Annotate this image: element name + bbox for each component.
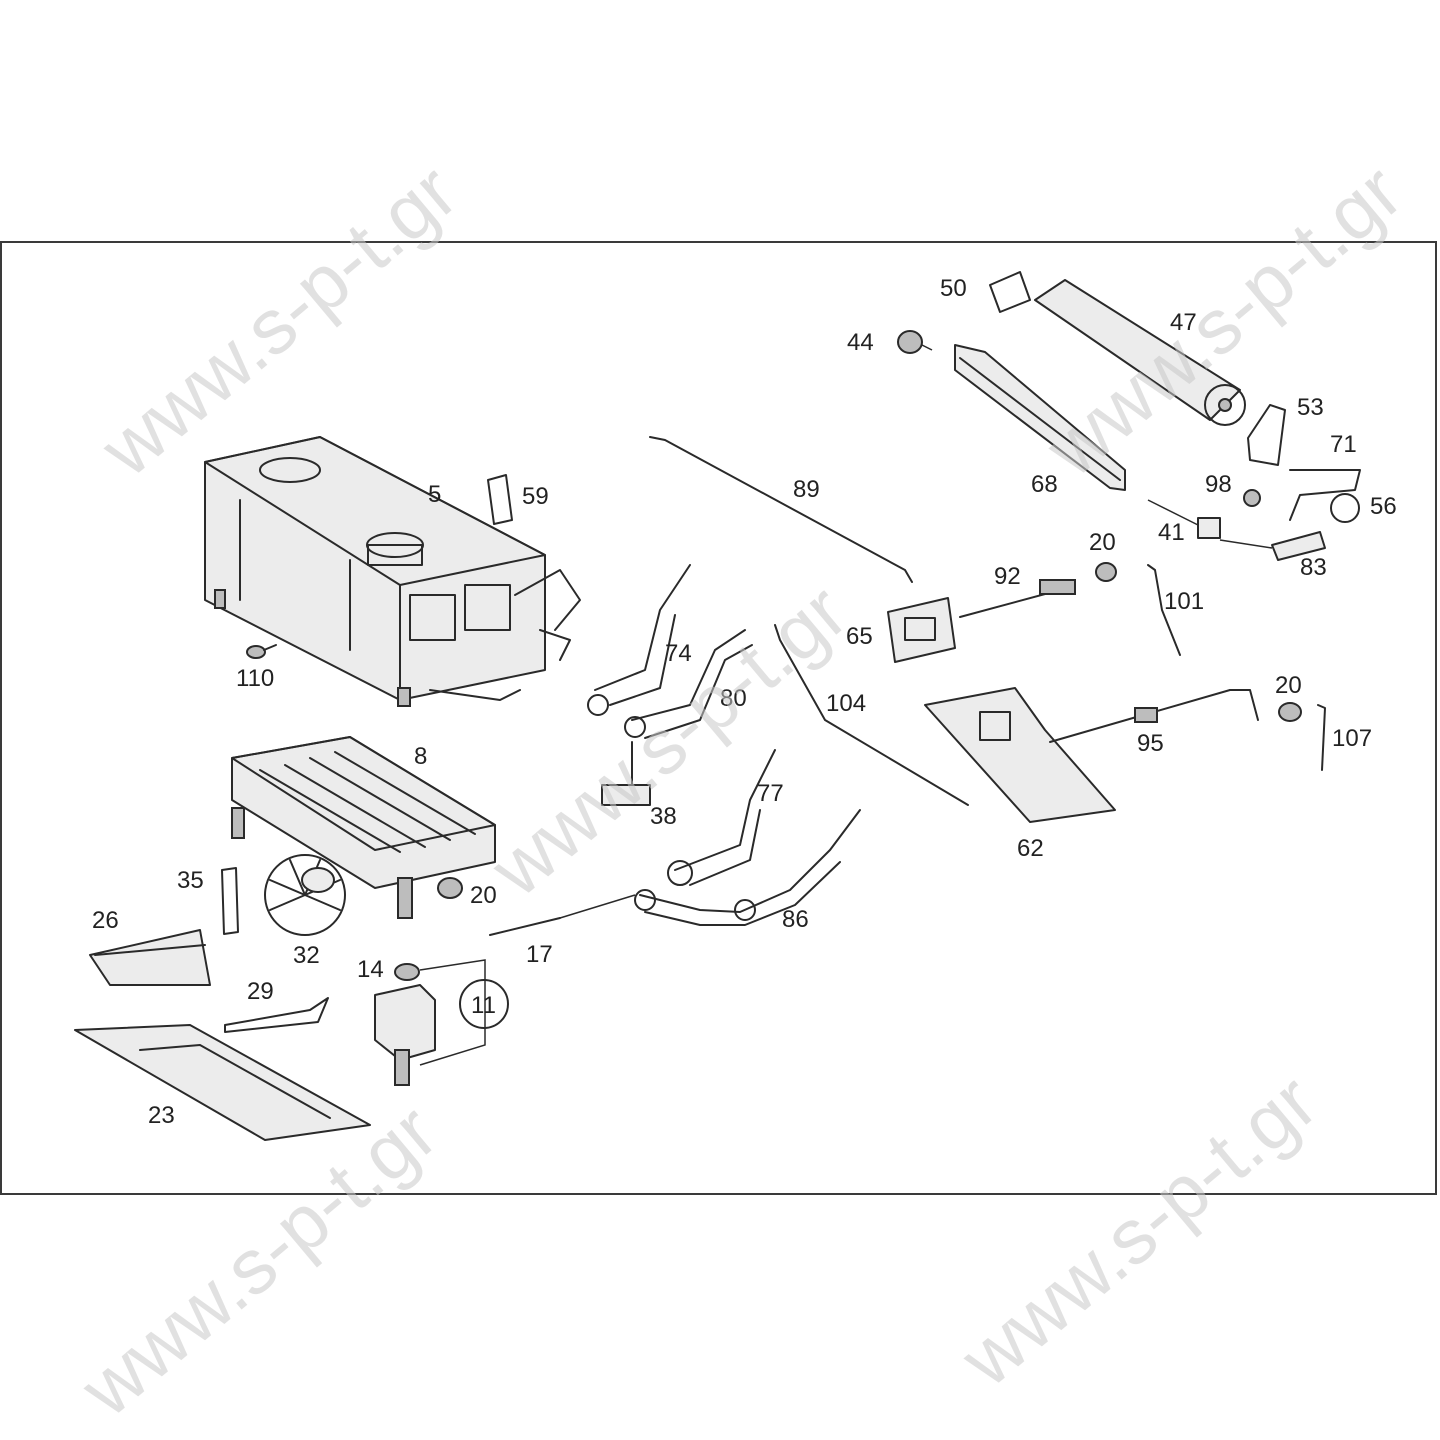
part-50-clip xyxy=(989,271,1031,313)
part-65-actuator xyxy=(887,597,956,663)
part-95-cable xyxy=(1049,689,1259,743)
callout-98: 98 xyxy=(1205,471,1232,498)
part-11-motor-assembly xyxy=(374,959,509,1086)
callout-5: 5 xyxy=(428,481,441,508)
part-86-lever xyxy=(634,809,861,926)
callout-80: 80 xyxy=(720,685,747,712)
callout-83: 83 xyxy=(1300,554,1327,581)
part-83-pin xyxy=(1219,531,1326,561)
callout-32: 32 xyxy=(293,942,320,969)
watermark-5: www.s-p-t.gr xyxy=(944,1057,1333,1404)
callout-20-lower: 20 xyxy=(470,882,497,909)
part-38-bracket xyxy=(601,741,651,806)
part-71-lever xyxy=(1289,469,1361,521)
callout-23: 23 xyxy=(148,1102,175,1129)
callout-86: 86 xyxy=(782,906,809,933)
part-5-heater-housing xyxy=(204,436,581,707)
part-32-blower-fan xyxy=(264,854,346,936)
part-29-blade xyxy=(224,997,329,1033)
callout-77: 77 xyxy=(757,780,784,807)
part-80-lever xyxy=(624,629,753,739)
callout-74: 74 xyxy=(665,640,692,667)
part-59-clip xyxy=(487,474,513,525)
leader-lines xyxy=(921,344,1199,526)
callout-26: 26 xyxy=(92,907,119,934)
callout-47: 47 xyxy=(1170,309,1197,336)
callout-29: 29 xyxy=(247,978,274,1005)
callout-65: 65 xyxy=(846,623,873,650)
part-26-air-intake xyxy=(89,929,211,986)
part-53-bracket xyxy=(1247,404,1286,466)
callout-35: 35 xyxy=(177,867,204,894)
part-35-bracket xyxy=(221,867,239,935)
part-20-nut-upper xyxy=(1095,562,1117,582)
callout-11: 11 xyxy=(471,992,496,1019)
part-56-gear xyxy=(1330,493,1360,523)
callout-107: 107 xyxy=(1332,725,1372,752)
callout-53: 53 xyxy=(1297,394,1324,421)
callout-92: 92 xyxy=(994,563,1021,590)
callout-38: 38 xyxy=(650,803,677,830)
callout-71: 71 xyxy=(1330,431,1357,458)
callout-labels: 5 8 11 14 17 20 20 20 23 26 29 32 35 38 … xyxy=(92,275,1397,1129)
part-14-nut xyxy=(394,963,420,981)
part-44-nut xyxy=(897,330,923,354)
part-41-clip xyxy=(1197,517,1221,539)
part-20-nut-right xyxy=(1278,702,1302,722)
part-74-lever xyxy=(587,564,691,716)
callout-41: 41 xyxy=(1158,519,1185,546)
part-47-roller xyxy=(1034,279,1246,426)
part-101-wire xyxy=(1147,564,1181,656)
callout-8: 8 xyxy=(414,743,427,770)
part-62-flap xyxy=(924,687,1116,823)
part-98-washer xyxy=(1243,489,1261,507)
part-110-screw xyxy=(246,644,277,659)
part-92-cable xyxy=(959,579,1076,618)
callout-62: 62 xyxy=(1017,835,1044,862)
part-68-damper-plate xyxy=(954,344,1126,491)
watermark-1: www.s-p-t.gr xyxy=(84,147,473,494)
callout-56: 56 xyxy=(1370,493,1397,520)
callout-17: 17 xyxy=(526,941,553,968)
part-8-heat-exchanger xyxy=(231,736,496,919)
watermark-4: www.s-p-t.gr xyxy=(64,1087,453,1434)
callout-50: 50 xyxy=(940,275,967,302)
part-104-long-rod xyxy=(774,624,969,806)
callout-110: 110 xyxy=(236,665,274,692)
callout-68: 68 xyxy=(1031,471,1058,498)
part-17-rod xyxy=(489,894,636,936)
part-77-lever xyxy=(667,749,776,886)
part-107-clip xyxy=(1317,704,1326,771)
callout-20-upper: 20 xyxy=(1089,529,1116,556)
callout-59: 59 xyxy=(522,483,549,510)
callout-95: 95 xyxy=(1137,730,1164,757)
part-89-long-rod xyxy=(649,436,913,583)
part-23-lower-tray xyxy=(74,1024,371,1141)
callout-89: 89 xyxy=(793,476,820,503)
callout-44: 44 xyxy=(847,329,874,356)
callout-20-right: 20 xyxy=(1275,672,1302,699)
callout-104: 104 xyxy=(826,690,866,717)
callout-14: 14 xyxy=(357,956,384,983)
callout-101: 101 xyxy=(1164,588,1204,615)
part-20-nut-lower xyxy=(437,877,463,899)
